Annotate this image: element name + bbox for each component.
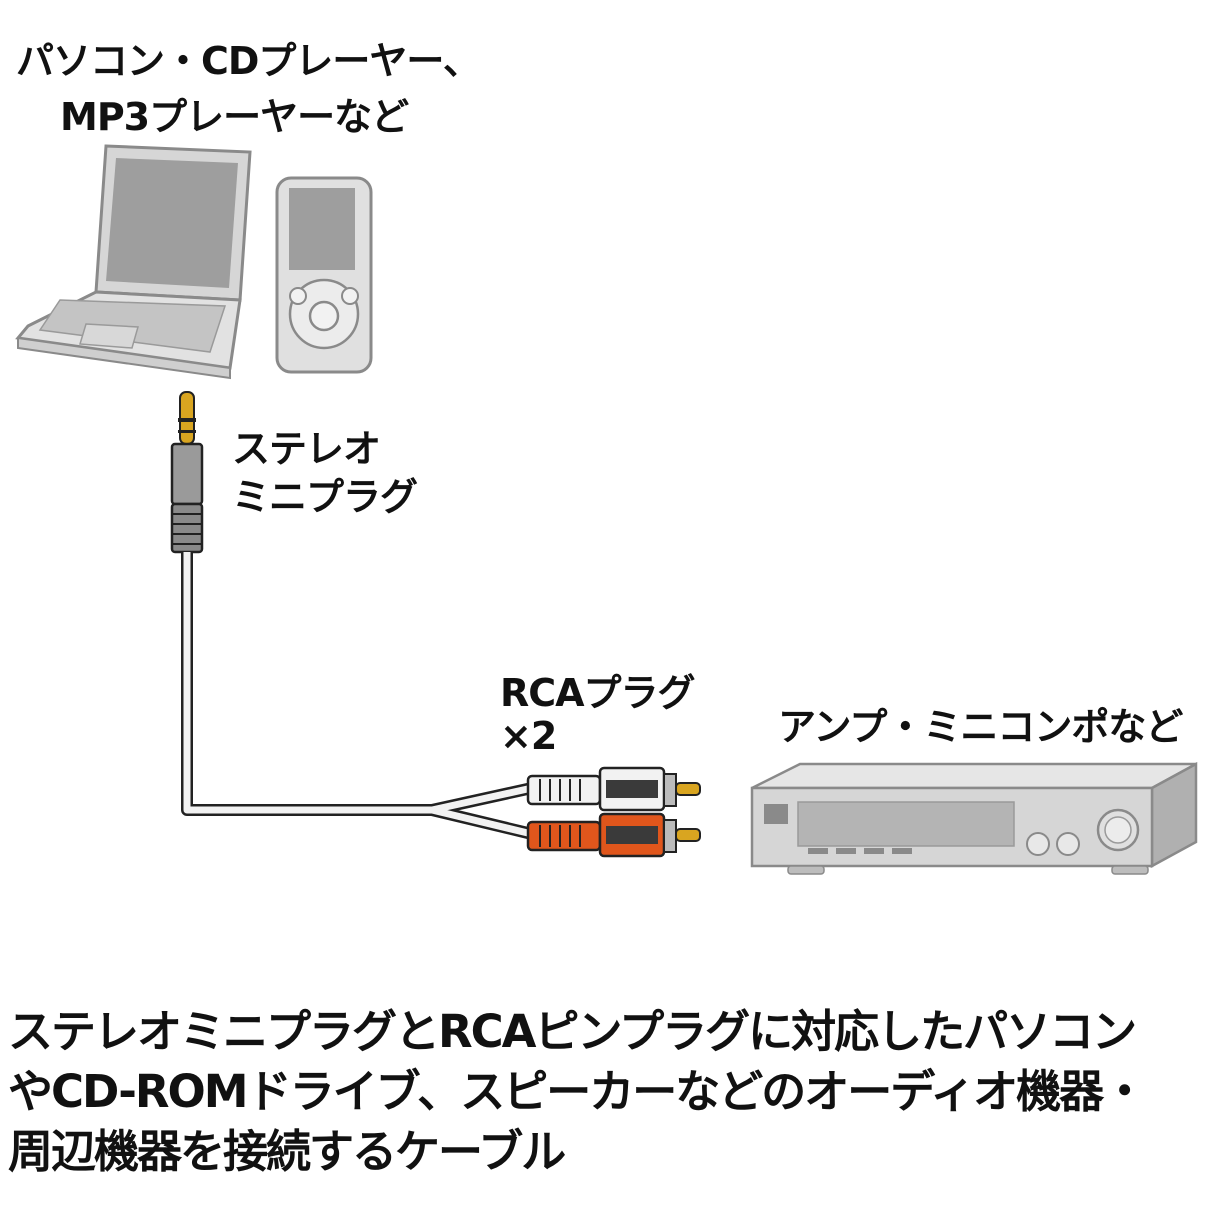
mp3-player-icon (275, 176, 373, 374)
caption-line2: やCD-ROMドライブ、スピーカーなどのオーディオ機器・ (8, 1065, 1147, 1118)
rca-label-line2: ×2 (500, 714, 557, 758)
cable (181, 552, 534, 840)
connection-diagram (15, 144, 1198, 875)
mini-plug-label-line2: ミニプラグ (232, 475, 418, 519)
source-label-line1: パソコン・CDプレーヤー、 (16, 39, 481, 83)
caption-line1: ステレオミニプラグとRCAピンプラグに対応したパソコン (8, 1005, 1137, 1058)
amplifier-icon (750, 761, 1198, 875)
rca-label-line1: RCAプラグ (500, 671, 696, 715)
stereo-mini-plug-icon (170, 391, 204, 554)
rca-plug-red-icon (526, 812, 701, 858)
amp-label: アンプ・ミニコンポなど (778, 705, 1183, 749)
caption: ステレオミニプラグとRCAピンプラグに対応したパソコン やCD-ROMドライブ、… (8, 1002, 1204, 1182)
caption-line3: 周辺機器を接続するケーブル (8, 1125, 566, 1178)
rca-plug-white-icon (526, 766, 701, 812)
mini-plug-label-line1: ステレオ (232, 427, 381, 471)
source-label-line2: MP3プレーヤーなど (60, 95, 409, 139)
laptop-icon (15, 144, 252, 380)
